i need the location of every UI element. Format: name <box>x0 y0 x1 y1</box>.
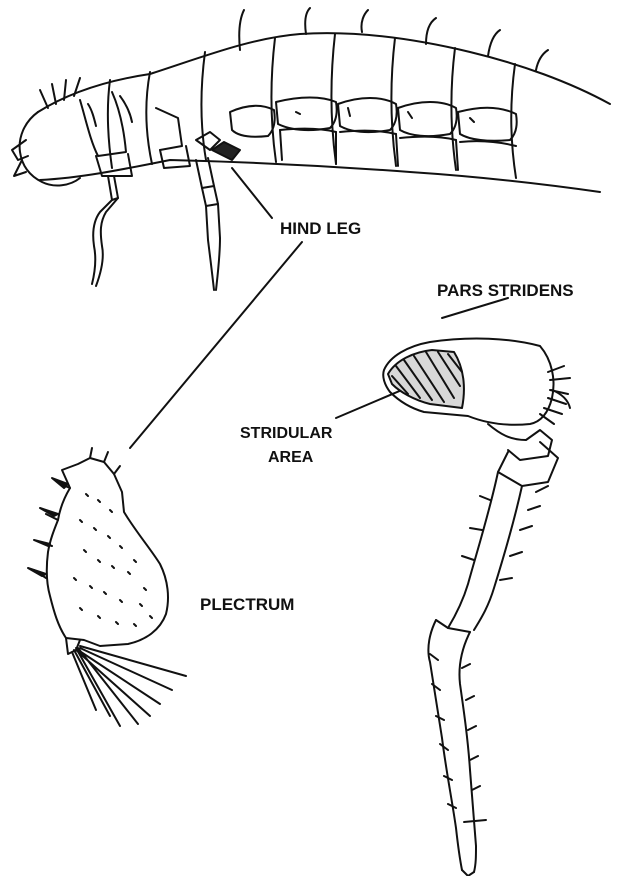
plectrum-drawing <box>28 448 186 726</box>
label-pars-stridens: PARS STRIDENS <box>437 281 574 300</box>
larva-body-drawing <box>12 8 610 290</box>
label-hind-leg: HIND LEG <box>280 219 361 238</box>
label-stridular-area-line2: AREA <box>268 449 314 466</box>
label-plectrum: PLECTRUM <box>200 595 294 614</box>
label-stridular-area-line1: STRIDULAR <box>240 425 333 442</box>
hind-leg-drawing <box>383 339 570 876</box>
